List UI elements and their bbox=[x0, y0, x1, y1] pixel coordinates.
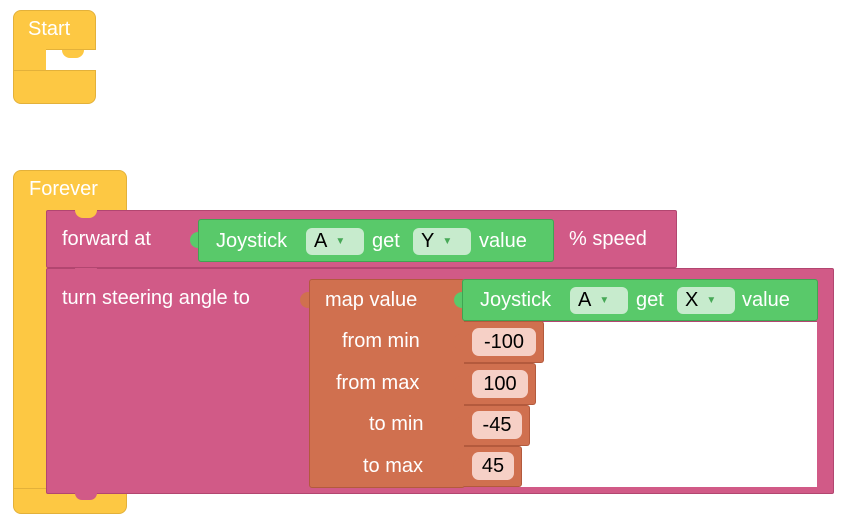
start-block-label: Start bbox=[28, 18, 71, 40]
forward-at-input-tab bbox=[190, 232, 199, 248]
forever-block-label: Forever bbox=[29, 178, 98, 200]
forward-at-suffix: % speed bbox=[569, 228, 647, 250]
joystick-y-label: Joystick bbox=[216, 230, 288, 252]
start-block-mouth bbox=[46, 50, 96, 70]
from-min-label: from min bbox=[342, 330, 420, 352]
joystick-y-port-dropdown[interactable]: A ▼ bbox=[306, 228, 364, 255]
forward-at-notch bbox=[75, 210, 97, 218]
forward-at-label: forward at bbox=[62, 228, 151, 250]
dropdown-arrow-icon: ▼ bbox=[335, 236, 346, 247]
steering-angle-notch bbox=[75, 268, 97, 275]
from-min-input[interactable]: -100 bbox=[472, 328, 536, 356]
forever-block-arm bbox=[13, 205, 49, 505]
dropdown-arrow-icon: ▼ bbox=[442, 236, 453, 247]
joystick-x-axis-value: X bbox=[685, 289, 699, 311]
joystick-y-port-value: A bbox=[314, 230, 328, 252]
to-min-label: to min bbox=[369, 413, 424, 435]
joystick-x-get-label: get bbox=[636, 289, 664, 311]
joystick-y-axis-value: Y bbox=[421, 230, 435, 252]
steering-angle-bottom-notch bbox=[75, 493, 97, 500]
from-min-tab bbox=[453, 334, 462, 350]
to-min-input[interactable]: -45 bbox=[472, 411, 522, 439]
joystick-x-value-label: value bbox=[742, 289, 790, 311]
steering-angle-label: turn steering angle to bbox=[62, 287, 250, 309]
joystick-x-axis-dropdown[interactable]: X ▼ bbox=[677, 287, 735, 314]
dropdown-arrow-icon: ▼ bbox=[599, 295, 610, 306]
joystick-y-axis-dropdown[interactable]: Y ▼ bbox=[413, 228, 471, 255]
to-max-tab bbox=[453, 458, 462, 474]
map-value-label: map value bbox=[325, 289, 418, 311]
joystick-x-reporter[interactable] bbox=[462, 279, 818, 321]
from-max-tab bbox=[453, 376, 462, 392]
start-block-bottom bbox=[13, 70, 96, 104]
dropdown-arrow-icon: ▼ bbox=[706, 295, 717, 306]
joystick-x-port-dropdown[interactable]: A ▼ bbox=[570, 287, 628, 314]
map-value-input-tab bbox=[454, 292, 463, 308]
to-min-tab bbox=[453, 417, 462, 433]
steering-angle-input-tab bbox=[300, 292, 309, 308]
joystick-x-port-value: A bbox=[578, 289, 592, 311]
map-value-block[interactable] bbox=[309, 279, 465, 488]
joystick-y-get-label: get bbox=[372, 230, 400, 252]
joystick-y-value-label: value bbox=[479, 230, 527, 252]
joystick-y-reporter[interactable] bbox=[198, 219, 554, 262]
start-block-notch bbox=[62, 50, 84, 58]
to-max-label: to max bbox=[363, 455, 424, 477]
from-max-label: from max bbox=[336, 372, 420, 394]
from-max-input[interactable]: 100 bbox=[472, 370, 528, 398]
joystick-x-label: Joystick bbox=[480, 289, 552, 311]
to-max-input[interactable]: 45 bbox=[472, 452, 514, 480]
